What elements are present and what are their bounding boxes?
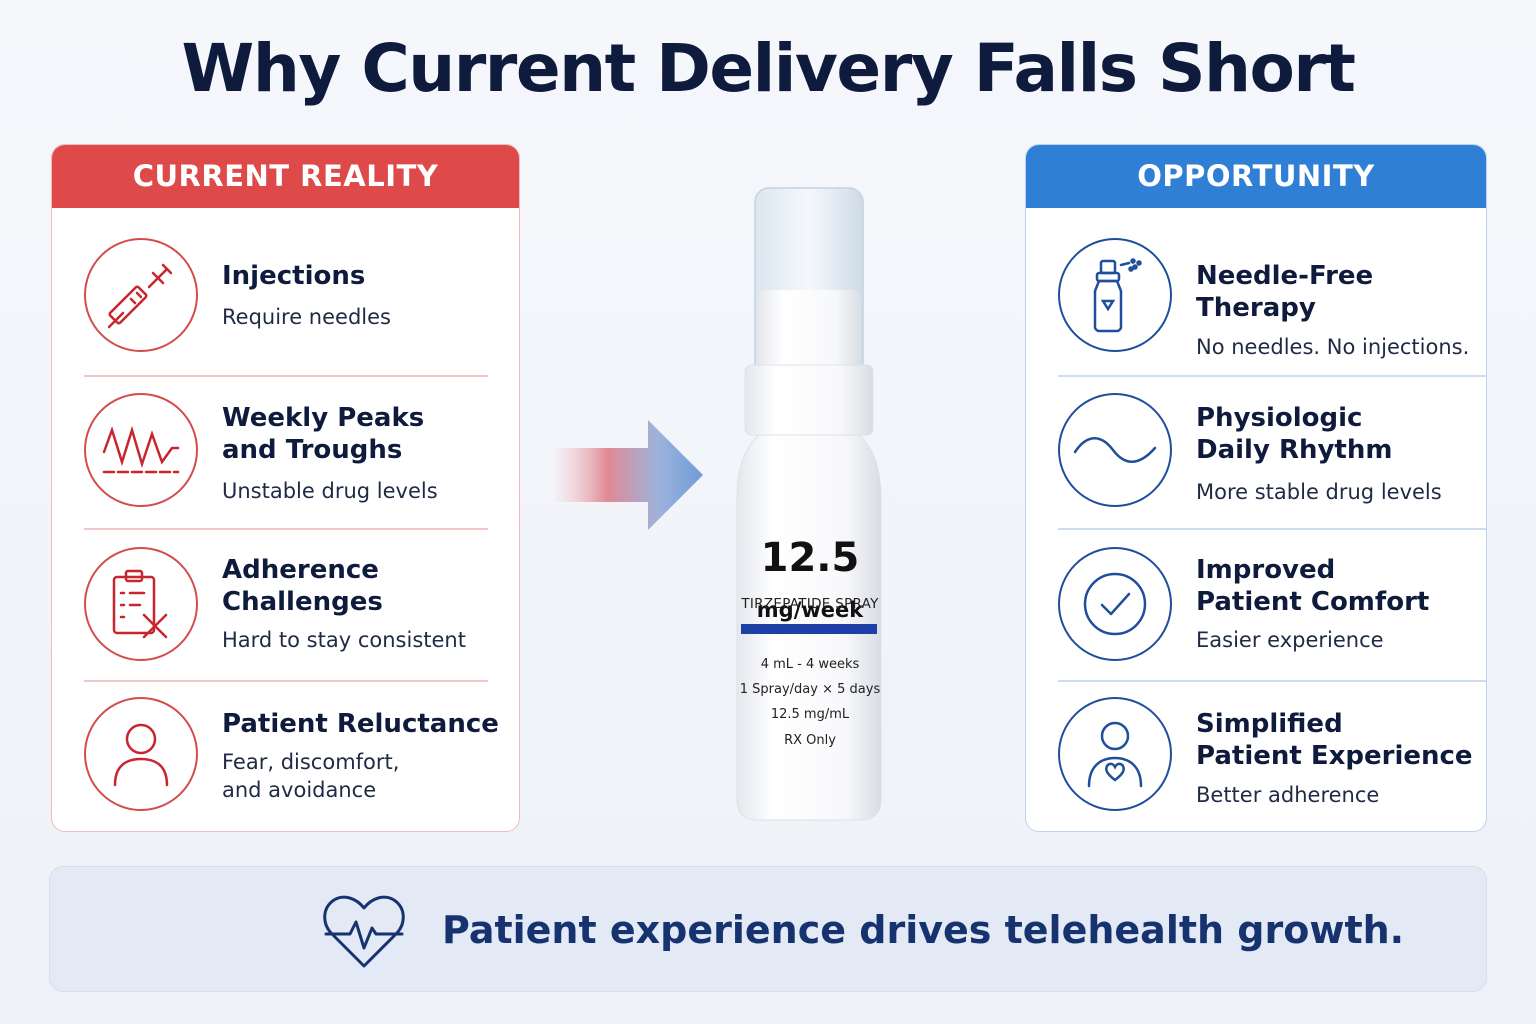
item-title-adherence: Adherence Challenges — [222, 555, 383, 617]
transition-arrow-icon — [555, 420, 703, 530]
divider — [1058, 375, 1486, 377]
item-title-physiologic: Physiologic Daily Rhythm — [1196, 403, 1393, 465]
syringe-icon — [84, 238, 198, 352]
spray-bottle-image — [736, 187, 882, 821]
item-desc-physiologic: More stable drug levels — [1196, 480, 1442, 504]
item-title-simplified: Simplified Patient Experience — [1196, 709, 1473, 771]
current-reality-header: CURRENT REALITY — [52, 145, 519, 208]
divider — [84, 375, 488, 377]
spec-dosing: 1 Spray/day × 5 days — [739, 682, 881, 697]
dose-label: 12.5 mg/week — [735, 535, 885, 627]
item-desc-weekly-peaks: Unstable drug levels — [222, 479, 438, 503]
label-stripe — [741, 624, 877, 634]
person-icon — [84, 697, 198, 811]
spec-volume: 4 mL - 4 weeks — [760, 657, 860, 672]
page-title: Why Current Delivery Falls Short — [181, 30, 1356, 107]
spray-bottle-icon — [1058, 238, 1172, 352]
spec-rx: RX Only — [784, 733, 836, 748]
item-desc-needle-free: No needles. No injections. — [1196, 335, 1470, 359]
item-desc-simplified: Better adherence — [1196, 783, 1380, 807]
heart-pulse-icon — [323, 895, 405, 968]
item-title-weekly-peaks: Weekly Peaks and Troughs — [222, 403, 425, 465]
footer-message: Patient experience drives telehealth gro… — [442, 908, 1405, 952]
dose-value: 12.5 — [760, 535, 860, 581]
smooth-wave-icon — [1058, 393, 1172, 507]
item-title-needle-free: Needle-Free Therapy — [1196, 261, 1374, 323]
item-title-injections: Injections — [222, 261, 366, 291]
item-desc-injections: Require needles — [222, 305, 391, 329]
item-desc-comfort: Easier experience — [1196, 628, 1384, 652]
person-heart-icon — [1058, 697, 1172, 811]
item-title-comfort: Improved Patient Comfort — [1196, 555, 1430, 617]
divider — [84, 680, 488, 682]
divider — [1058, 528, 1486, 530]
divider — [1058, 680, 1486, 682]
clipboard-x-icon — [84, 547, 198, 661]
check-circle-icon — [1058, 547, 1172, 661]
item-desc-adherence: Hard to stay consistent — [222, 628, 466, 652]
item-title-patient-reluctance: Patient Reluctance — [222, 709, 499, 739]
wave-peaks-icon — [84, 393, 198, 507]
spec-concentration: 12.5 mg/mL — [770, 707, 850, 722]
opportunity-header: OPPORTUNITY — [1026, 145, 1486, 208]
item-desc-patient-reluctance: Fear, discomfort, and avoidance — [222, 750, 400, 802]
opportunity-panel: OPPORTUNITY Needle-Free Therapy No needl… — [1025, 144, 1487, 832]
drug-name: TIRZEPATIDE SPRAY — [741, 596, 879, 612]
divider — [84, 528, 488, 530]
dose-unit: mg/week — [756, 598, 864, 622]
footer-banner — [49, 866, 1487, 992]
current-reality-panel: CURRENT REALITY Injections Require needl… — [51, 144, 520, 832]
